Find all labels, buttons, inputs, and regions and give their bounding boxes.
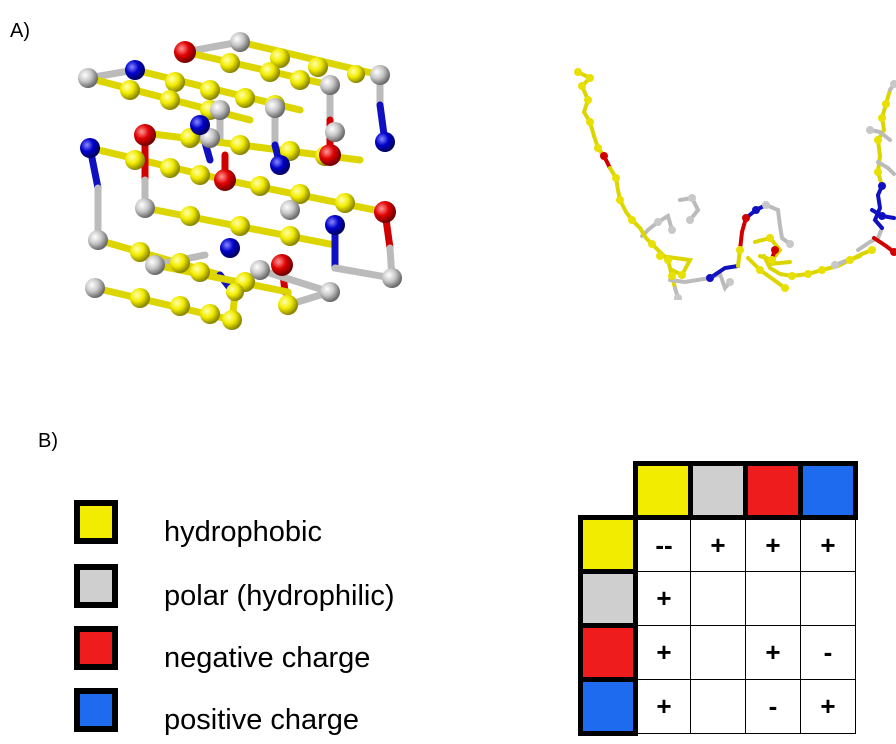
matrix-row-header-positive <box>578 677 638 736</box>
matrix-cell: + <box>635 625 691 680</box>
matrix-cell <box>690 571 746 626</box>
matrix-cell <box>745 571 801 626</box>
matrix-cell: + <box>745 517 801 572</box>
legend-label-hydrophobic: hydrophobic <box>164 516 322 548</box>
matrix-cell: - <box>745 679 801 734</box>
matrix-cell: + <box>745 625 801 680</box>
matrix-corner <box>581 464 636 518</box>
matrix-column-header-negative <box>743 461 803 520</box>
legend-swatch-negative <box>74 626 118 670</box>
interaction-matrix: --++++++-+-+ <box>578 461 858 736</box>
panel-a-label: A) <box>10 20 30 42</box>
matrix-cell <box>690 679 746 734</box>
matrix-cell <box>800 571 856 626</box>
matrix-row: --+++ <box>578 515 856 574</box>
matrix-row-header-hydrophobic <box>578 515 638 574</box>
panel-b-label: B) <box>38 430 58 452</box>
matrix-cell: -- <box>635 517 691 572</box>
legend-swatch-positive <box>74 688 118 732</box>
matrix-column-header-positive <box>798 461 858 520</box>
matrix-cell: + <box>635 571 691 626</box>
legend-swatch-polar <box>74 564 118 608</box>
legend-label-negative: negative charge <box>164 642 371 674</box>
legend-label-positive: positive charge <box>164 704 360 736</box>
matrix-cell: + <box>800 679 856 734</box>
legend-label-polar: polar (hydrophilic) <box>164 580 395 612</box>
matrix-cell: + <box>690 517 746 572</box>
compact-lattice-structure <box>78 32 402 330</box>
matrix-row-header-polar <box>578 569 638 628</box>
matrix-column-header-hydrophobic <box>633 461 693 520</box>
matrix-row: + <box>578 569 856 628</box>
matrix-row: ++- <box>578 623 856 682</box>
matrix-row-header-negative <box>578 623 638 682</box>
matrix-cell <box>690 625 746 680</box>
extended-chain-structure <box>574 68 896 300</box>
matrix-cell: + <box>800 517 856 572</box>
legend-swatch-hydrophobic <box>74 500 118 544</box>
matrix-column-header-polar <box>688 461 748 520</box>
matrix-cell: + <box>635 679 691 734</box>
matrix-row: +-+ <box>578 677 856 736</box>
matrix-cell: - <box>800 625 856 680</box>
